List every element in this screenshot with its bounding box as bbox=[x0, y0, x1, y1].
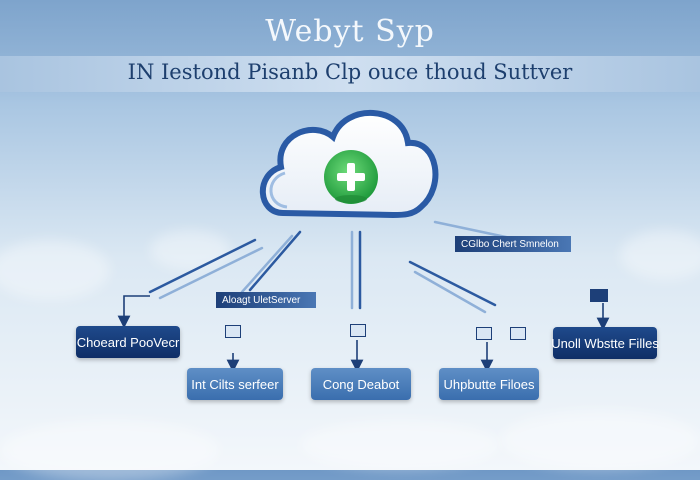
connector-upload-1 bbox=[408, 260, 497, 307]
node-center[interactable]: Cong Deabot bbox=[311, 368, 411, 400]
window-icon bbox=[350, 324, 366, 337]
arrow-left bbox=[117, 295, 150, 329]
subtitle-strip bbox=[0, 56, 700, 92]
connector-left-2 bbox=[158, 246, 264, 300]
window-icon bbox=[225, 325, 241, 338]
cloud-icon bbox=[253, 95, 443, 225]
server-tag: Aloagt UletServer bbox=[216, 292, 316, 308]
connector-clients-1 bbox=[248, 230, 302, 292]
check-tag: CGlbo Chert Smnelon bbox=[455, 236, 571, 252]
node-left[interactable]: Choeard PooVecr bbox=[76, 326, 180, 358]
connector-lines bbox=[117, 220, 610, 373]
diagram-subtitle: IN Iestond Pisanb Clp ouce thoud Suttver bbox=[127, 60, 573, 84]
connector-clients-2 bbox=[240, 234, 294, 294]
node-clients[interactable]: Int Cilts serfeer bbox=[187, 368, 283, 400]
node-upload[interactable]: Uhpbutte Filoes bbox=[439, 368, 539, 400]
connector-left-1 bbox=[148, 238, 257, 294]
node-right[interactable]: Unoll Wbstte Filles bbox=[551, 327, 659, 359]
diagram-title: Webyt Syp bbox=[265, 14, 435, 49]
window-icon bbox=[510, 327, 526, 340]
connector-upload-2 bbox=[413, 270, 487, 314]
window-icon bbox=[476, 327, 492, 340]
folder-icon bbox=[590, 289, 608, 302]
